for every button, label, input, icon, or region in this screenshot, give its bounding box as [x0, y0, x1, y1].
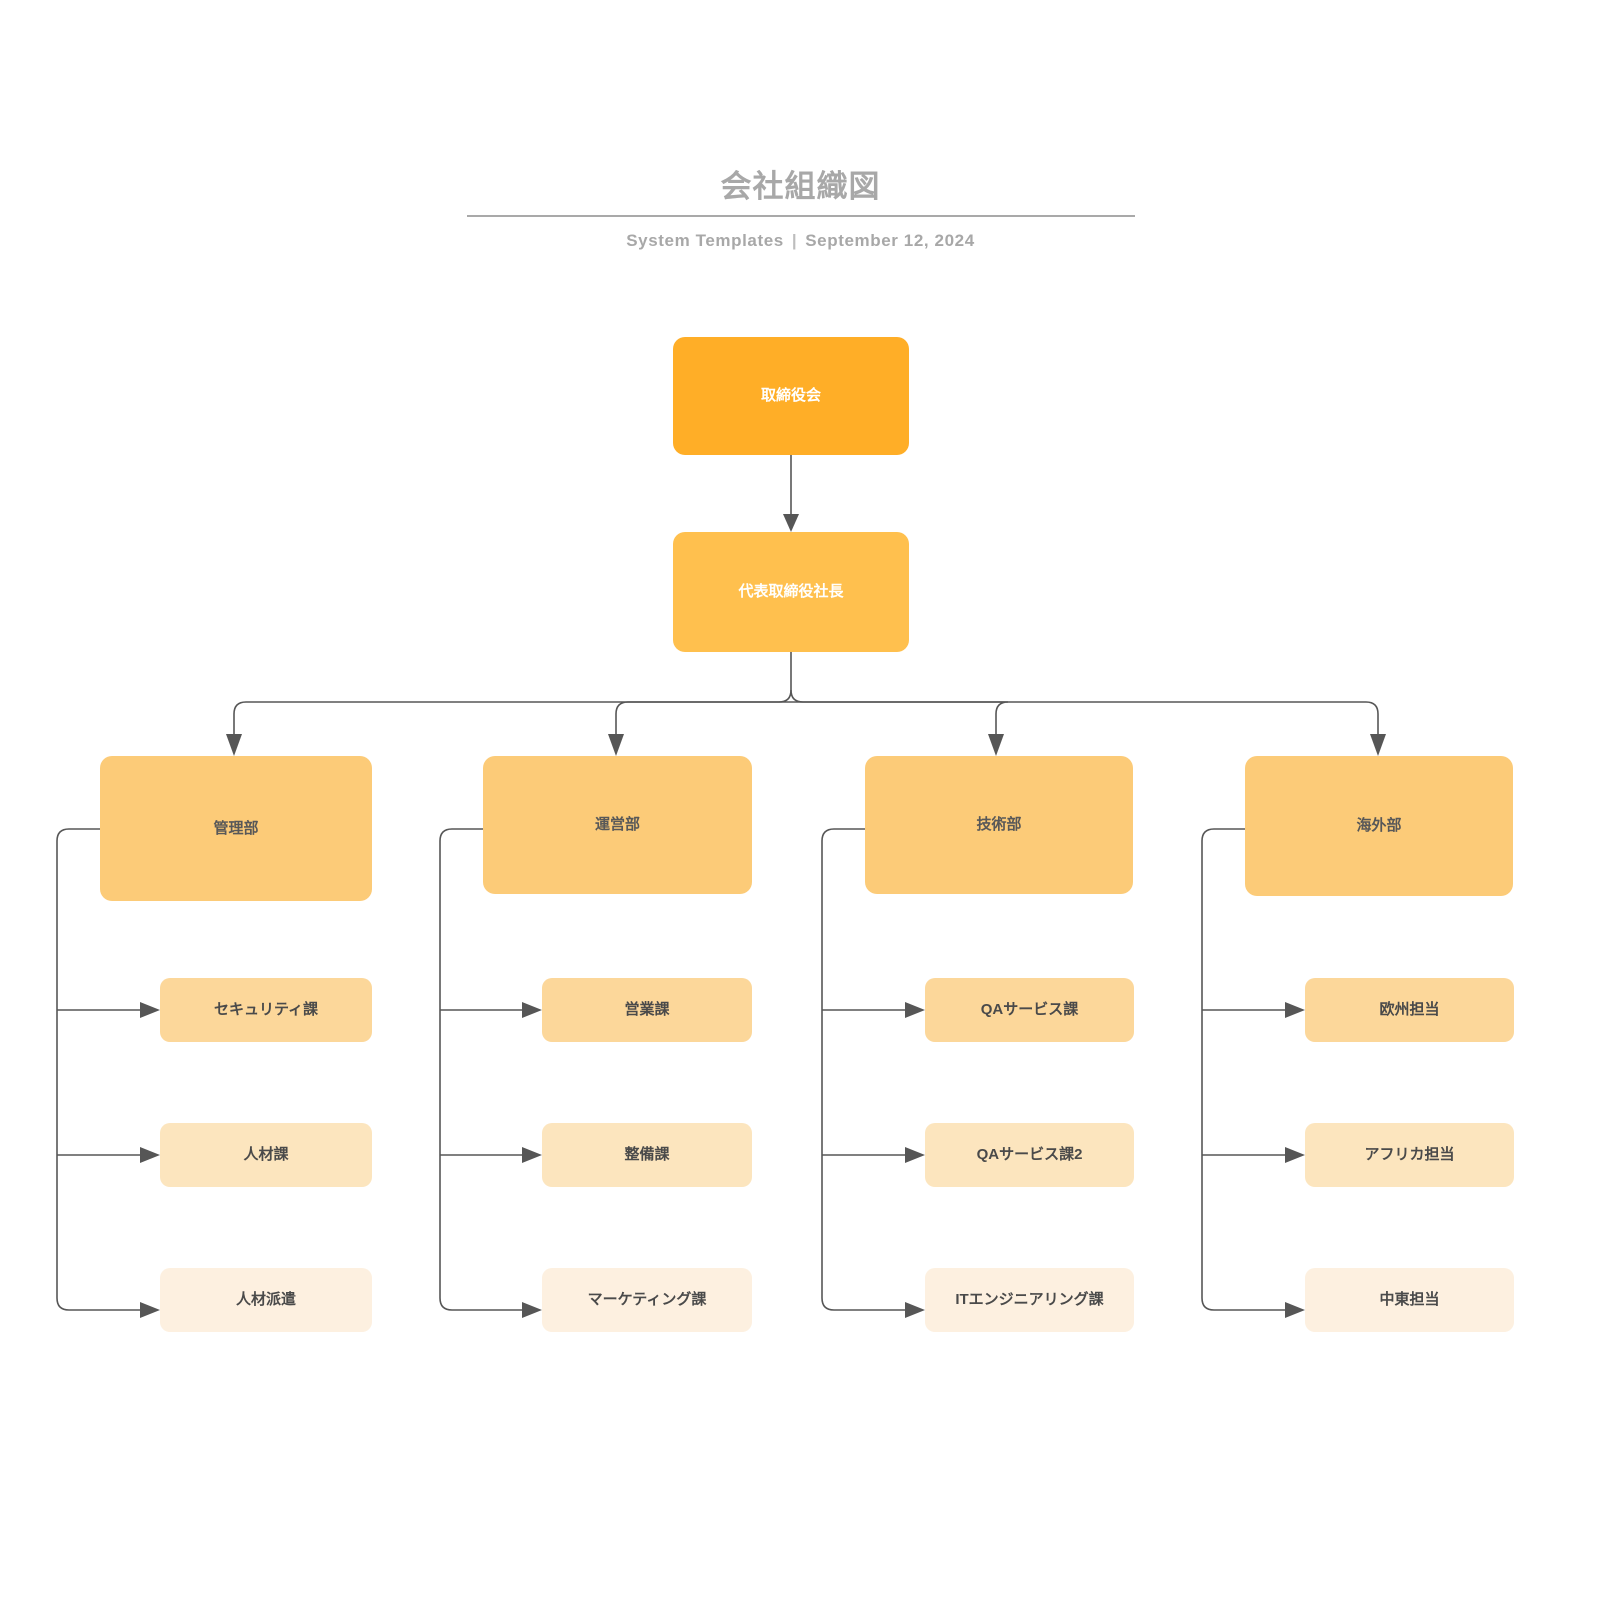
node-department-1-child-1[interactable]: セキュリティ課 [160, 978, 372, 1042]
node-department-4-child-1[interactable]: 欧州担当 [1305, 978, 1514, 1042]
node-ceo[interactable]: 代表取締役社長 [673, 532, 909, 652]
node-board[interactable]: 取締役会 [673, 337, 909, 455]
node-department-1-child-2[interactable]: 人材課 [160, 1123, 372, 1187]
node-department-1[interactable]: 管理部 [100, 756, 372, 901]
header-author: System Templates [626, 231, 784, 250]
node-department-2-child-2[interactable]: 整備課 [542, 1123, 752, 1187]
node-department-3-child-1[interactable]: QAサービス課 [925, 978, 1134, 1042]
header-divider [466, 215, 1135, 217]
node-department-4-child-2[interactable]: アフリカ担当 [1305, 1123, 1514, 1187]
node-department-2[interactable]: 運営部 [483, 756, 752, 894]
chart-header: 会社組織図 System Templates | September 12, 202… [0, 165, 1601, 251]
page-title: 会社組織図 [720, 169, 881, 204]
node-department-4[interactable]: 海外部 [1245, 756, 1513, 896]
node-department-2-child-1[interactable]: 営業課 [542, 978, 752, 1042]
node-department-1-child-3[interactable]: 人材派遣 [160, 1268, 372, 1332]
node-department-3-child-2[interactable]: QAサービス課2 [925, 1123, 1134, 1187]
node-department-3[interactable]: 技術部 [865, 756, 1133, 894]
header-subtitle: System Templates | September 12, 2024 [0, 231, 1601, 251]
node-department-3-child-3[interactable]: ITエンジニアリング課 [925, 1268, 1134, 1332]
node-department-2-child-3[interactable]: マーケティング課 [542, 1268, 752, 1332]
header-date: September 12, 2024 [805, 231, 975, 250]
header-separator: | [791, 231, 798, 250]
node-department-4-child-3[interactable]: 中東担当 [1305, 1268, 1514, 1332]
